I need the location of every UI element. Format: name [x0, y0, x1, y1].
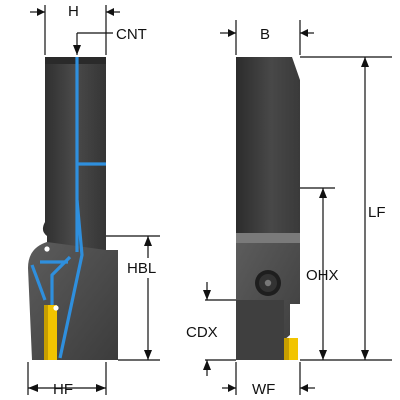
label-wf: WF — [252, 381, 275, 398]
label-b: B — [260, 26, 270, 43]
coolant-outlet-icon — [44, 246, 50, 252]
side-insert-shadow — [284, 338, 289, 360]
label-h: H — [68, 3, 79, 20]
side-shank — [236, 57, 300, 233]
coolant-outlet-icon — [53, 305, 59, 311]
side-head-lower — [236, 300, 284, 360]
front-view — [28, 57, 118, 360]
label-ohx: OHX — [306, 267, 339, 284]
front-shank — [42, 57, 106, 252]
label-cnt: CNT — [116, 26, 147, 43]
label-hf: HF — [53, 381, 73, 398]
side-view — [236, 57, 300, 360]
clamp-screw-icon — [255, 270, 281, 296]
front-insert-shadow — [44, 305, 48, 360]
dimension-arrowheads — [28, 8, 369, 392]
label-lf: LF — [368, 204, 386, 221]
coolant-channels — [30, 57, 106, 359]
label-cdx: CDX — [186, 324, 218, 341]
side-collar — [236, 233, 300, 243]
label-hbl: HBL — [127, 260, 156, 277]
dimension-lines — [27, 5, 392, 395]
